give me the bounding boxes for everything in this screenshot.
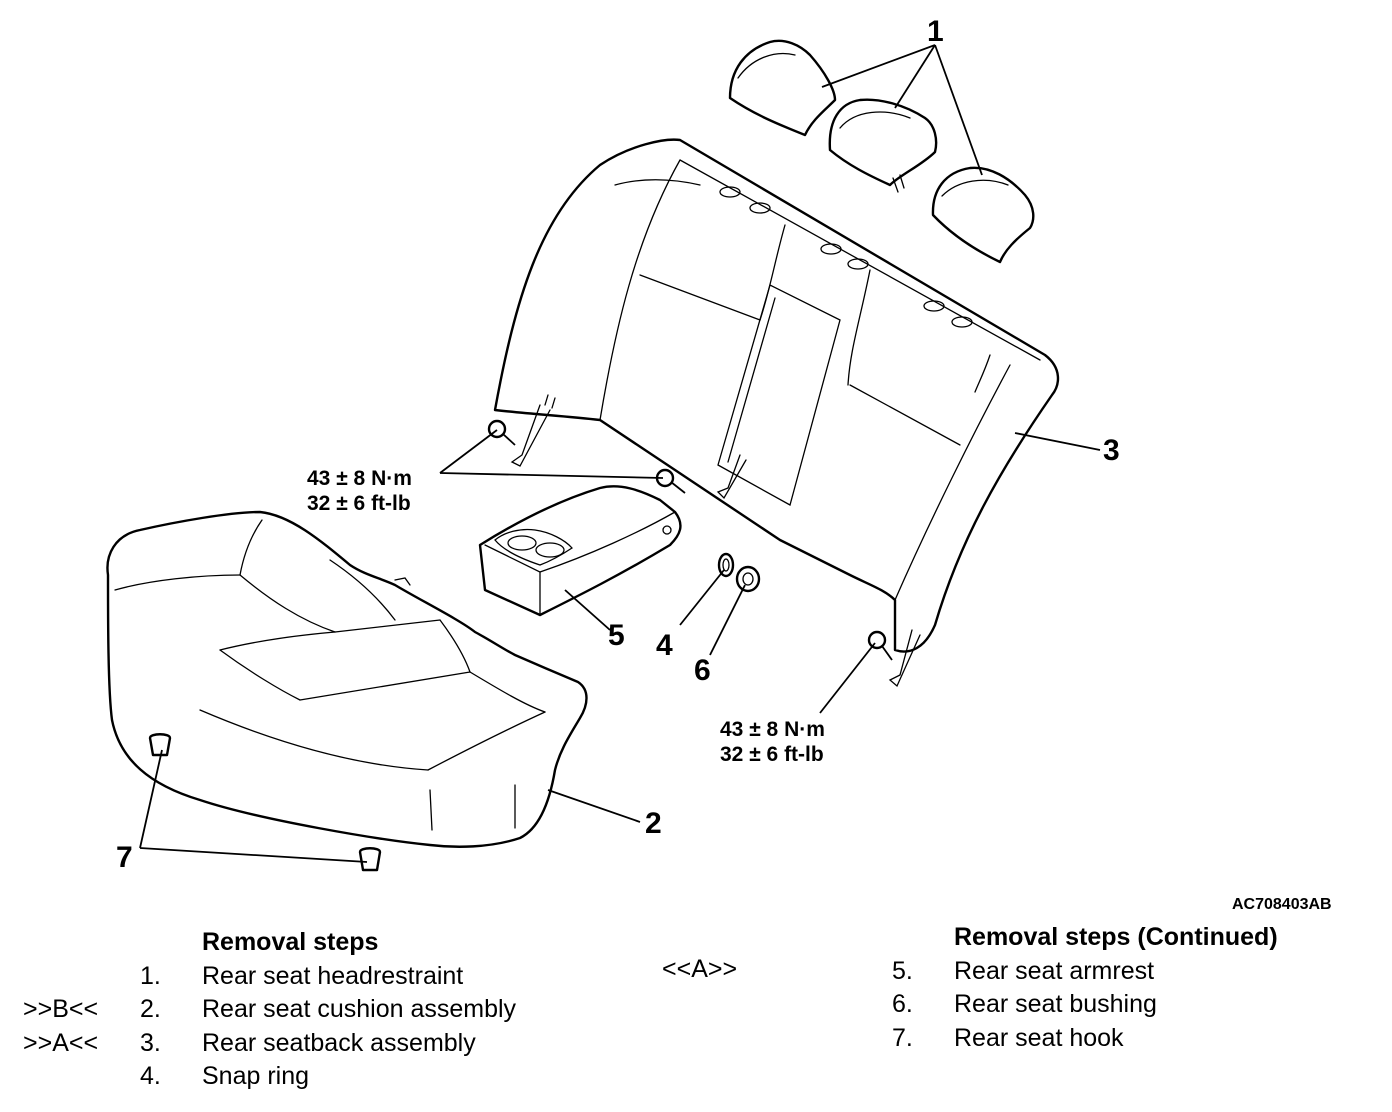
removal-steps-title: Removal steps [202, 928, 379, 956]
step-number: 6. [892, 990, 913, 1018]
list-item: 1. Rear seat headrestraint [20, 960, 620, 994]
list-item: >>B<< 2. Rear seat cushion assembly [20, 993, 620, 1027]
step-label: Rear seat hook [954, 1023, 1124, 1052]
callout-1: 1 [927, 15, 944, 48]
diagram-code: AC708403AB [1232, 896, 1332, 913]
removal-steps-left: Removal steps 1. Rear seat headrestraint… [20, 926, 620, 1094]
list-item: 5. Rear seat armrest [892, 955, 1372, 989]
removal-steps-heading-row: Removal steps [20, 926, 620, 960]
step-mark: >>B<< [23, 995, 99, 1023]
callout-2: 2 [645, 807, 662, 840]
list-item: 6. Rear seat bushing [892, 988, 1372, 1022]
callout-5: 5 [608, 619, 625, 652]
torque-nm-upper: 43 ± 8 N·m [307, 467, 412, 490]
headrestraint-center [828, 98, 938, 193]
removal-steps-continued-title: Removal steps (Continued) [954, 923, 1278, 951]
callout-6: 6 [694, 654, 711, 687]
headrestraint-right [931, 166, 1035, 264]
list-item: 4. Snap ring [20, 1060, 620, 1094]
removal-steps-right: Removal steps (Continued) 5. Rear seat a… [892, 921, 1372, 1055]
removal-steps-continued-heading-row: Removal steps (Continued) [892, 921, 1372, 955]
seat-bushing [735, 565, 761, 593]
torque-ftlb-upper: 32 ± 6 ft-lb [307, 492, 411, 515]
step-label: Rear seat armrest [954, 956, 1155, 985]
list-item: >>A<< 3. Rear seatback assembly [20, 1027, 620, 1061]
step-number: 5. [892, 956, 913, 985]
step-number: 3. [140, 1028, 161, 1057]
armrest-mark: <<A>> [662, 955, 738, 983]
seat-cushion-assembly [106, 510, 588, 848]
step-number: 2. [140, 995, 161, 1023]
step-label: Rear seat headrestraint [202, 961, 464, 990]
step-label: Rear seatback assembly [202, 1028, 476, 1057]
list-item: 7. Rear seat hook [892, 1022, 1372, 1056]
step-number: 1. [140, 961, 161, 990]
leader-lines [139, 44, 1101, 863]
step-mark: >>A<< [23, 1028, 99, 1057]
bolt-lower-right [867, 630, 893, 661]
step-label: Rear seat bushing [954, 990, 1157, 1018]
callout-3: 3 [1103, 434, 1120, 467]
seat-hook-upper [148, 733, 172, 757]
rear-seat-armrest [478, 485, 682, 617]
seatback-assembly [493, 138, 1060, 688]
step-label: Snap ring [202, 1062, 310, 1090]
step-number: 4. [140, 1062, 161, 1090]
callout-7: 7 [116, 841, 133, 874]
torque-nm-lower: 43 ± 8 N·m [720, 718, 825, 741]
seat-hook-lower [358, 847, 382, 872]
headrestraint-left [728, 39, 837, 137]
torque-ftlb-lower: 32 ± 6 ft-lb [720, 743, 824, 766]
step-label: Rear seat cushion assembly [202, 995, 517, 1023]
callout-4: 4 [656, 629, 673, 662]
step-number: 7. [892, 1023, 913, 1052]
